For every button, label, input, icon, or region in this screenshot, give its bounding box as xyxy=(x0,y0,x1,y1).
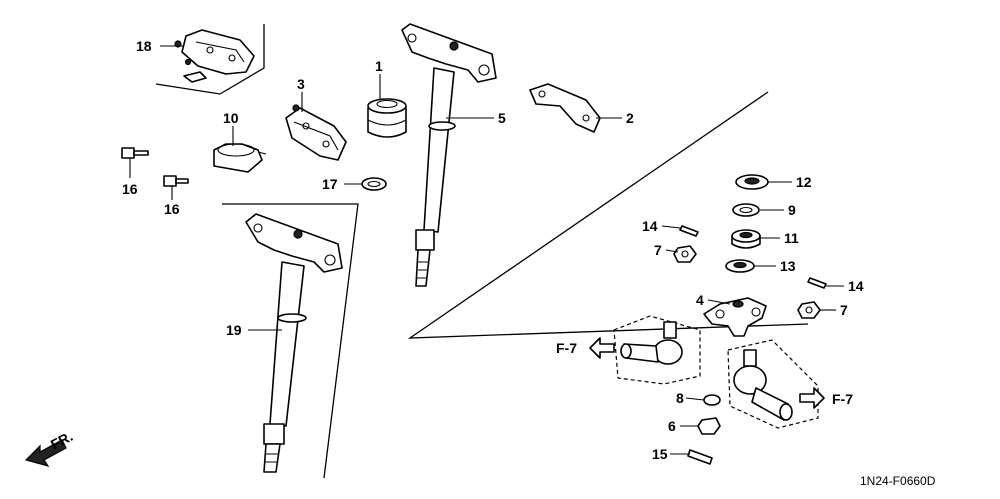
bracket-3[interactable] xyxy=(285,104,347,161)
callout-15: 15 xyxy=(652,446,668,462)
nut-7-b[interactable] xyxy=(797,301,821,319)
svg-text:F-7: F-7 xyxy=(556,340,577,356)
callout-2: 2 xyxy=(626,110,634,126)
bolt-16-b[interactable] xyxy=(163,175,189,187)
group-frame-bottom-left xyxy=(222,203,359,479)
washer-9[interactable] xyxy=(732,203,760,217)
callout-19: 19 xyxy=(226,322,242,338)
cotter-pin-14-b[interactable] xyxy=(807,277,827,289)
callout-10: 10 xyxy=(223,110,239,126)
callout-12: 12 xyxy=(796,174,812,190)
drawing-code: 1N24-F0660D xyxy=(860,474,936,488)
tie-rod-end-left[interactable] xyxy=(613,315,701,385)
group-frame-top-left xyxy=(155,24,265,95)
callout-7-a: 7 xyxy=(654,242,662,258)
callout-9: 9 xyxy=(788,202,796,218)
washer-17[interactable] xyxy=(361,177,387,191)
stay-2[interactable] xyxy=(529,83,601,133)
grease-fitting-15[interactable] xyxy=(687,449,713,465)
callout-6: 6 xyxy=(668,418,676,434)
callout-14-b: 14 xyxy=(848,278,864,294)
bracket-18[interactable] xyxy=(174,29,255,83)
callout-16-a: 16 xyxy=(122,181,138,197)
steering-shaft-5[interactable] xyxy=(401,23,497,287)
nut-6[interactable] xyxy=(697,417,721,435)
bolt-16-a[interactable] xyxy=(121,147,149,159)
callout-1: 1 xyxy=(375,58,383,74)
leader-lines xyxy=(129,45,844,455)
bushing-1[interactable] xyxy=(367,98,407,138)
front-direction-marker: FR. xyxy=(24,428,75,468)
callout-16-b: 16 xyxy=(164,201,180,217)
callout-4: 4 xyxy=(696,292,704,308)
seal-13[interactable] xyxy=(725,259,755,273)
nut-7-a[interactable] xyxy=(673,245,697,263)
callout-8: 8 xyxy=(676,390,684,406)
callout-5: 5 xyxy=(498,110,506,126)
callout-14-a: 14 xyxy=(642,218,658,234)
bearing-11[interactable] xyxy=(731,229,761,249)
callout-11: 11 xyxy=(784,230,799,246)
tie-rod-end-right[interactable] xyxy=(727,339,819,429)
reference-arrow-left[interactable]: F-7 xyxy=(556,337,615,359)
reference-arrow-right[interactable]: F-7 xyxy=(799,387,853,409)
pitman-arm-4[interactable] xyxy=(703,297,767,337)
callout-3: 3 xyxy=(297,76,305,92)
steering-shaft-19[interactable] xyxy=(245,213,343,473)
callout-13: 13 xyxy=(780,258,796,274)
cotter-pin-14-a[interactable] xyxy=(679,225,699,237)
callout-18: 18 xyxy=(136,38,152,54)
clamp-10[interactable] xyxy=(213,143,267,173)
callout-17: 17 xyxy=(322,176,338,192)
callout-7-b: 7 xyxy=(840,302,848,318)
washer-8[interactable] xyxy=(703,394,721,406)
svg-text:F-7: F-7 xyxy=(832,391,853,407)
seal-12[interactable] xyxy=(735,174,769,190)
